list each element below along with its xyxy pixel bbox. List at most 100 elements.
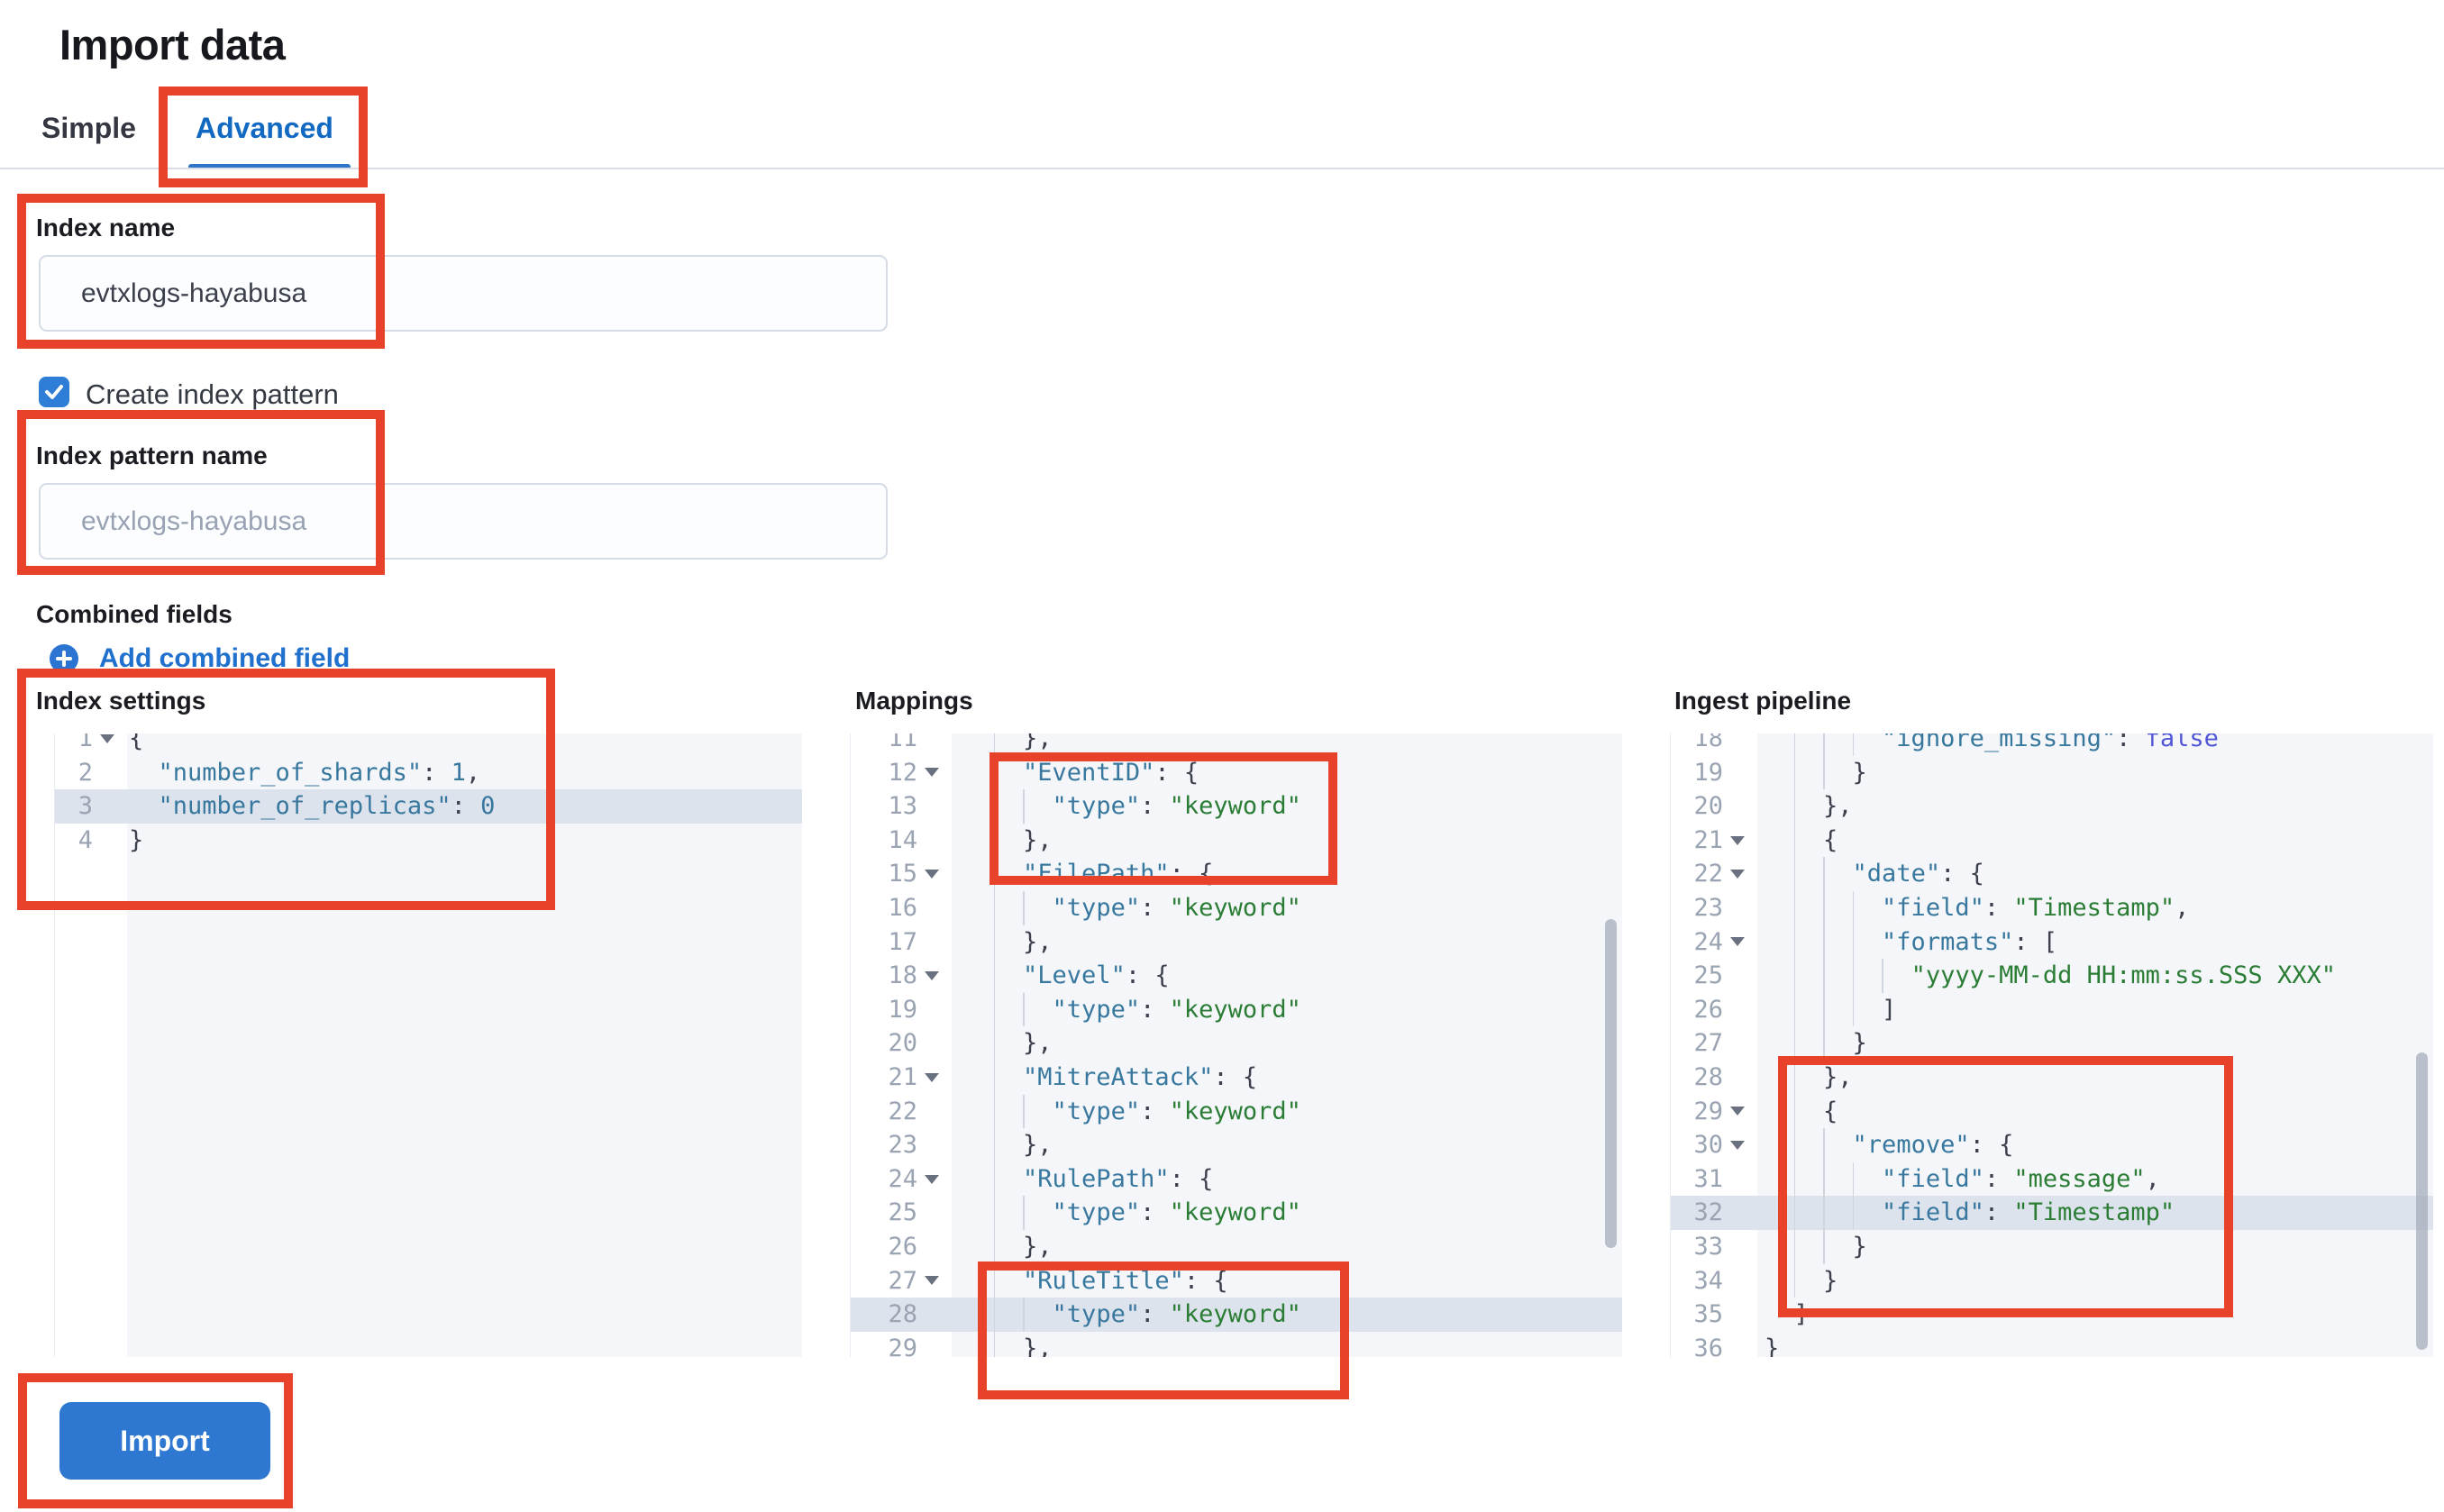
line-number: 21	[888, 1062, 917, 1091]
code-line: 27 }	[1671, 1026, 2433, 1061]
create-index-pattern-checkbox[interactable]	[39, 377, 69, 407]
line-number: 14	[888, 825, 917, 854]
indent-guide	[1793, 1263, 1795, 1298]
line-number: 20	[1693, 792, 1723, 821]
mappings-editor[interactable]: 11 },12 "EventID": {13 "type": "keyword"…	[850, 733, 1622, 1357]
code-line: 28 "type": "keyword"	[851, 1298, 1622, 1332]
indent-guide	[1793, 959, 1795, 993]
indent-guide	[1823, 857, 1825, 891]
fold-arrow-icon[interactable]	[925, 1072, 939, 1082]
code-text: "number_of_replicas": 0	[158, 792, 496, 821]
indent-guide	[993, 959, 995, 993]
code-text: {	[129, 733, 144, 752]
code-text: },	[946, 925, 1622, 960]
indent-guide	[1852, 925, 1855, 960]
indent-guide	[1793, 1026, 1795, 1061]
code-line: 16 "type": "keyword"	[851, 890, 1622, 925]
indent-guide	[993, 1026, 995, 1061]
line-number: 13	[888, 792, 917, 821]
indent-guide	[1793, 992, 1795, 1027]
code-line: 34 }	[1671, 1263, 2433, 1298]
indent-guide	[1852, 890, 1855, 925]
code-line: 31 "field": "message",	[1671, 1161, 2433, 1197]
fold-arrow-icon[interactable]	[1730, 870, 1745, 879]
fold-arrow-icon[interactable]	[925, 870, 939, 879]
code-line: 15 "FilePath": {	[851, 857, 1622, 891]
line-number: 36	[1693, 1334, 1723, 1357]
fold-arrow-icon[interactable]	[1730, 835, 1745, 845]
add-combined-field-link[interactable]: Add combined field	[50, 643, 350, 674]
code-line: 17 },	[851, 925, 1622, 960]
code-line: 23 },	[851, 1128, 1622, 1162]
ingest-pipeline-scrollbar-thumb[interactable]	[2416, 1052, 2428, 1350]
line-number: 19	[1693, 758, 1723, 787]
index-pattern-name-input[interactable]	[39, 483, 888, 560]
line-number: 17	[888, 927, 917, 956]
code-text: },	[1752, 1060, 2433, 1095]
indent-guide	[993, 733, 995, 756]
index-name-input[interactable]	[39, 255, 888, 332]
line-number: 24	[888, 1164, 917, 1193]
fold-arrow-icon[interactable]	[925, 970, 939, 980]
indent-guide	[1793, 1060, 1795, 1095]
line-number: 27	[1693, 1029, 1723, 1058]
line-number: 22	[888, 1097, 917, 1125]
code-line: 2 "number_of_shards": 1,	[55, 756, 802, 790]
add-combined-field-label: Add combined field	[99, 643, 351, 673]
checkmark-icon	[45, 385, 63, 399]
indent-guide	[1793, 1128, 1795, 1162]
line-number: 18	[1693, 733, 1723, 752]
indent-guide	[993, 789, 995, 824]
line-number: 26	[1693, 995, 1723, 1024]
code-line: 29 {	[1671, 1094, 2433, 1129]
tab-advanced-underline	[188, 164, 351, 169]
code-text: "MitreAttack": {	[946, 1060, 1622, 1095]
code-text: "yyyy-MM-dd HH:mm:ss.SSS XXX"	[1752, 959, 2433, 993]
indent-guide	[1852, 1161, 1855, 1197]
code-text: "field": "Timestamp"	[1752, 1196, 2433, 1230]
fold-arrow-icon[interactable]	[1730, 937, 1745, 947]
indent-guide	[1023, 890, 1025, 925]
indent-guide	[1852, 733, 1855, 756]
indent-guide	[1793, 890, 1795, 925]
indent-guide	[1823, 925, 1825, 960]
import-button[interactable]: Import	[59, 1402, 270, 1480]
line-number: 35	[1693, 1300, 1723, 1329]
indent-guide	[993, 1060, 995, 1095]
fold-arrow-icon[interactable]	[925, 768, 939, 778]
code-text: ]	[1752, 992, 2433, 1027]
indent-guide	[1823, 959, 1825, 993]
code-lines: 11 },12 "EventID": {13 "type": "keyword"…	[851, 733, 1622, 1357]
line-number: 28	[1693, 1062, 1723, 1091]
tab-advanced[interactable]: Advanced	[196, 112, 333, 144]
tabs-divider	[0, 168, 2444, 169]
fold-arrow-icon[interactable]	[1730, 1140, 1745, 1150]
line-number: 25	[1693, 961, 1723, 990]
line-number: 26	[888, 1232, 917, 1261]
fold-arrow-icon[interactable]	[100, 733, 114, 743]
indent-guide	[993, 925, 995, 960]
line-number: 11	[888, 733, 917, 752]
code-text: },	[946, 1026, 1622, 1061]
line-number: 20	[888, 1029, 917, 1058]
mappings-scrollbar-thumb[interactable]	[1605, 919, 1617, 1248]
tab-simple[interactable]: Simple	[41, 112, 136, 144]
indent-guide	[1852, 992, 1855, 1027]
fold-arrow-icon[interactable]	[1730, 1107, 1745, 1116]
code-line: 18 "ignore_missing": false	[1671, 733, 2433, 756]
fold-arrow-icon[interactable]	[925, 1174, 939, 1184]
line-number: 19	[888, 995, 917, 1024]
indent-guide	[1823, 733, 1825, 756]
indent-guide	[1823, 1196, 1825, 1230]
fold-arrow-icon[interactable]	[925, 1276, 939, 1286]
code-line: 26 ]	[1671, 992, 2433, 1027]
indent-guide	[1823, 1026, 1825, 1061]
index-settings-editor[interactable]: 1{2 "number_of_shards": 1,3 "number_of_r…	[54, 733, 802, 1357]
indent-guide	[993, 823, 995, 858]
code-line: 19 "type": "keyword"	[851, 992, 1622, 1027]
code-text: }	[1765, 1334, 1780, 1357]
line-number: 30	[1693, 1131, 1723, 1160]
indent-guide	[993, 1094, 995, 1129]
indent-guide	[993, 1196, 995, 1230]
